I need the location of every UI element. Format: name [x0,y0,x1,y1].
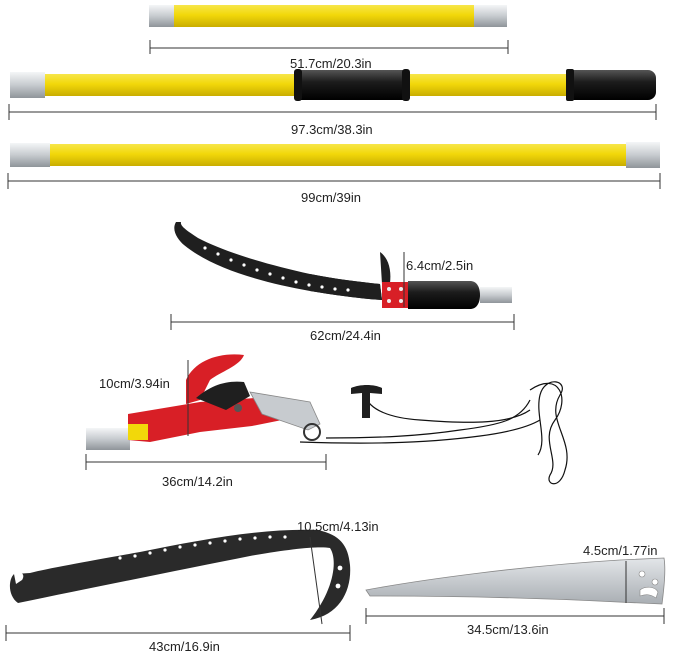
saw-blade-black-length-label: 43cm/16.9in [149,639,220,654]
pruner-length-label: 36cm/14.2in [162,474,233,489]
pole-grip-icon [10,69,656,101]
pole-long-length-label: 99cm/39in [301,190,361,205]
rope-icon [299,381,568,485]
saw-head-width-label: 6.4cm/2.5in [406,258,474,273]
saw-blade-black-dimension-lines [5,536,351,641]
pruner-icon [86,354,321,450]
saw-blade-silver-dimension-lines [365,561,665,624]
saw-blade-silver-width-label: 4.5cm/1.77in [583,543,658,558]
handle-icon [351,385,382,418]
pole-grip-length-label: 97.3cm/38.3in [291,122,373,137]
pruner-dimension-lines [85,360,327,470]
saw-blade-black-icon [9,529,351,620]
pole-long-icon [10,142,660,168]
pole-short-icon [149,5,507,27]
pole-short-dimension-line [149,40,509,54]
pole-grip-dimension-line [8,104,657,120]
saw-blade-silver-length-label: 34.5cm/13.6in [467,622,549,637]
saw-head-length-label: 62cm/24.4in [310,328,381,343]
saw-blade-black-width-label: 10.5cm/4.13in [297,519,379,534]
saw-head-dimension-lines [170,252,515,330]
pole-long-dimension-line [7,173,661,189]
pruner-opening-label: 10cm/3.94in [99,376,170,391]
pole-short-length-label: 51.7cm/20.3in [290,56,372,71]
saw-blade-silver-icon [365,557,666,605]
